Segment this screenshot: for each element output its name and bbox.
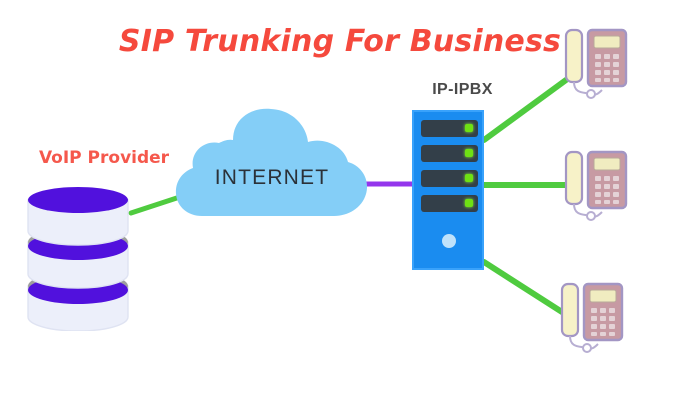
desk-phone-top[interactable]: [562, 24, 630, 106]
phone-handset-icon: [564, 150, 584, 206]
phone-keypad: [591, 308, 615, 336]
voip-provider-label: VoIP Provider: [38, 148, 170, 168]
page-title: SIP Trunking For Business: [118, 24, 562, 59]
desk-phone-bottom[interactable]: [558, 278, 626, 360]
phone-cord-icon: [573, 203, 603, 221]
phone-cord-icon: [573, 81, 603, 99]
phone-handset-icon: [560, 282, 580, 338]
phone-body-icon: [586, 150, 628, 210]
internet-cloud-label: INTERNET: [214, 166, 330, 189]
server-rack-slot-4: [421, 195, 478, 212]
phone-body-icon: [586, 28, 628, 88]
link-pbx-phone-bottom: [481, 259, 565, 315]
status-led-icon: [465, 174, 473, 182]
ip-pbx-server-icon[interactable]: [412, 110, 484, 270]
db-layer-top: [27, 187, 129, 246]
server-rack-slot-2: [421, 145, 478, 162]
status-led-icon: [465, 124, 473, 132]
status-led-icon: [465, 149, 473, 157]
status-led-icon: [465, 199, 473, 207]
phone-keypad: [595, 54, 619, 82]
server-rack-slot-1: [421, 120, 478, 137]
phone-handset-icon: [564, 28, 584, 84]
ip-pbx-label: IP-IPBX: [432, 81, 493, 98]
phone-cord-icon: [569, 335, 599, 353]
power-button-icon[interactable]: [442, 234, 456, 248]
voip-provider-database-icon[interactable]: [22, 186, 134, 331]
desk-phone-middle[interactable]: [562, 146, 630, 228]
server-rack-slot-3: [421, 170, 478, 187]
phone-keypad: [595, 176, 619, 204]
phone-body-icon: [582, 282, 624, 342]
internet-cloud-icon[interactable]: [172, 104, 372, 226]
